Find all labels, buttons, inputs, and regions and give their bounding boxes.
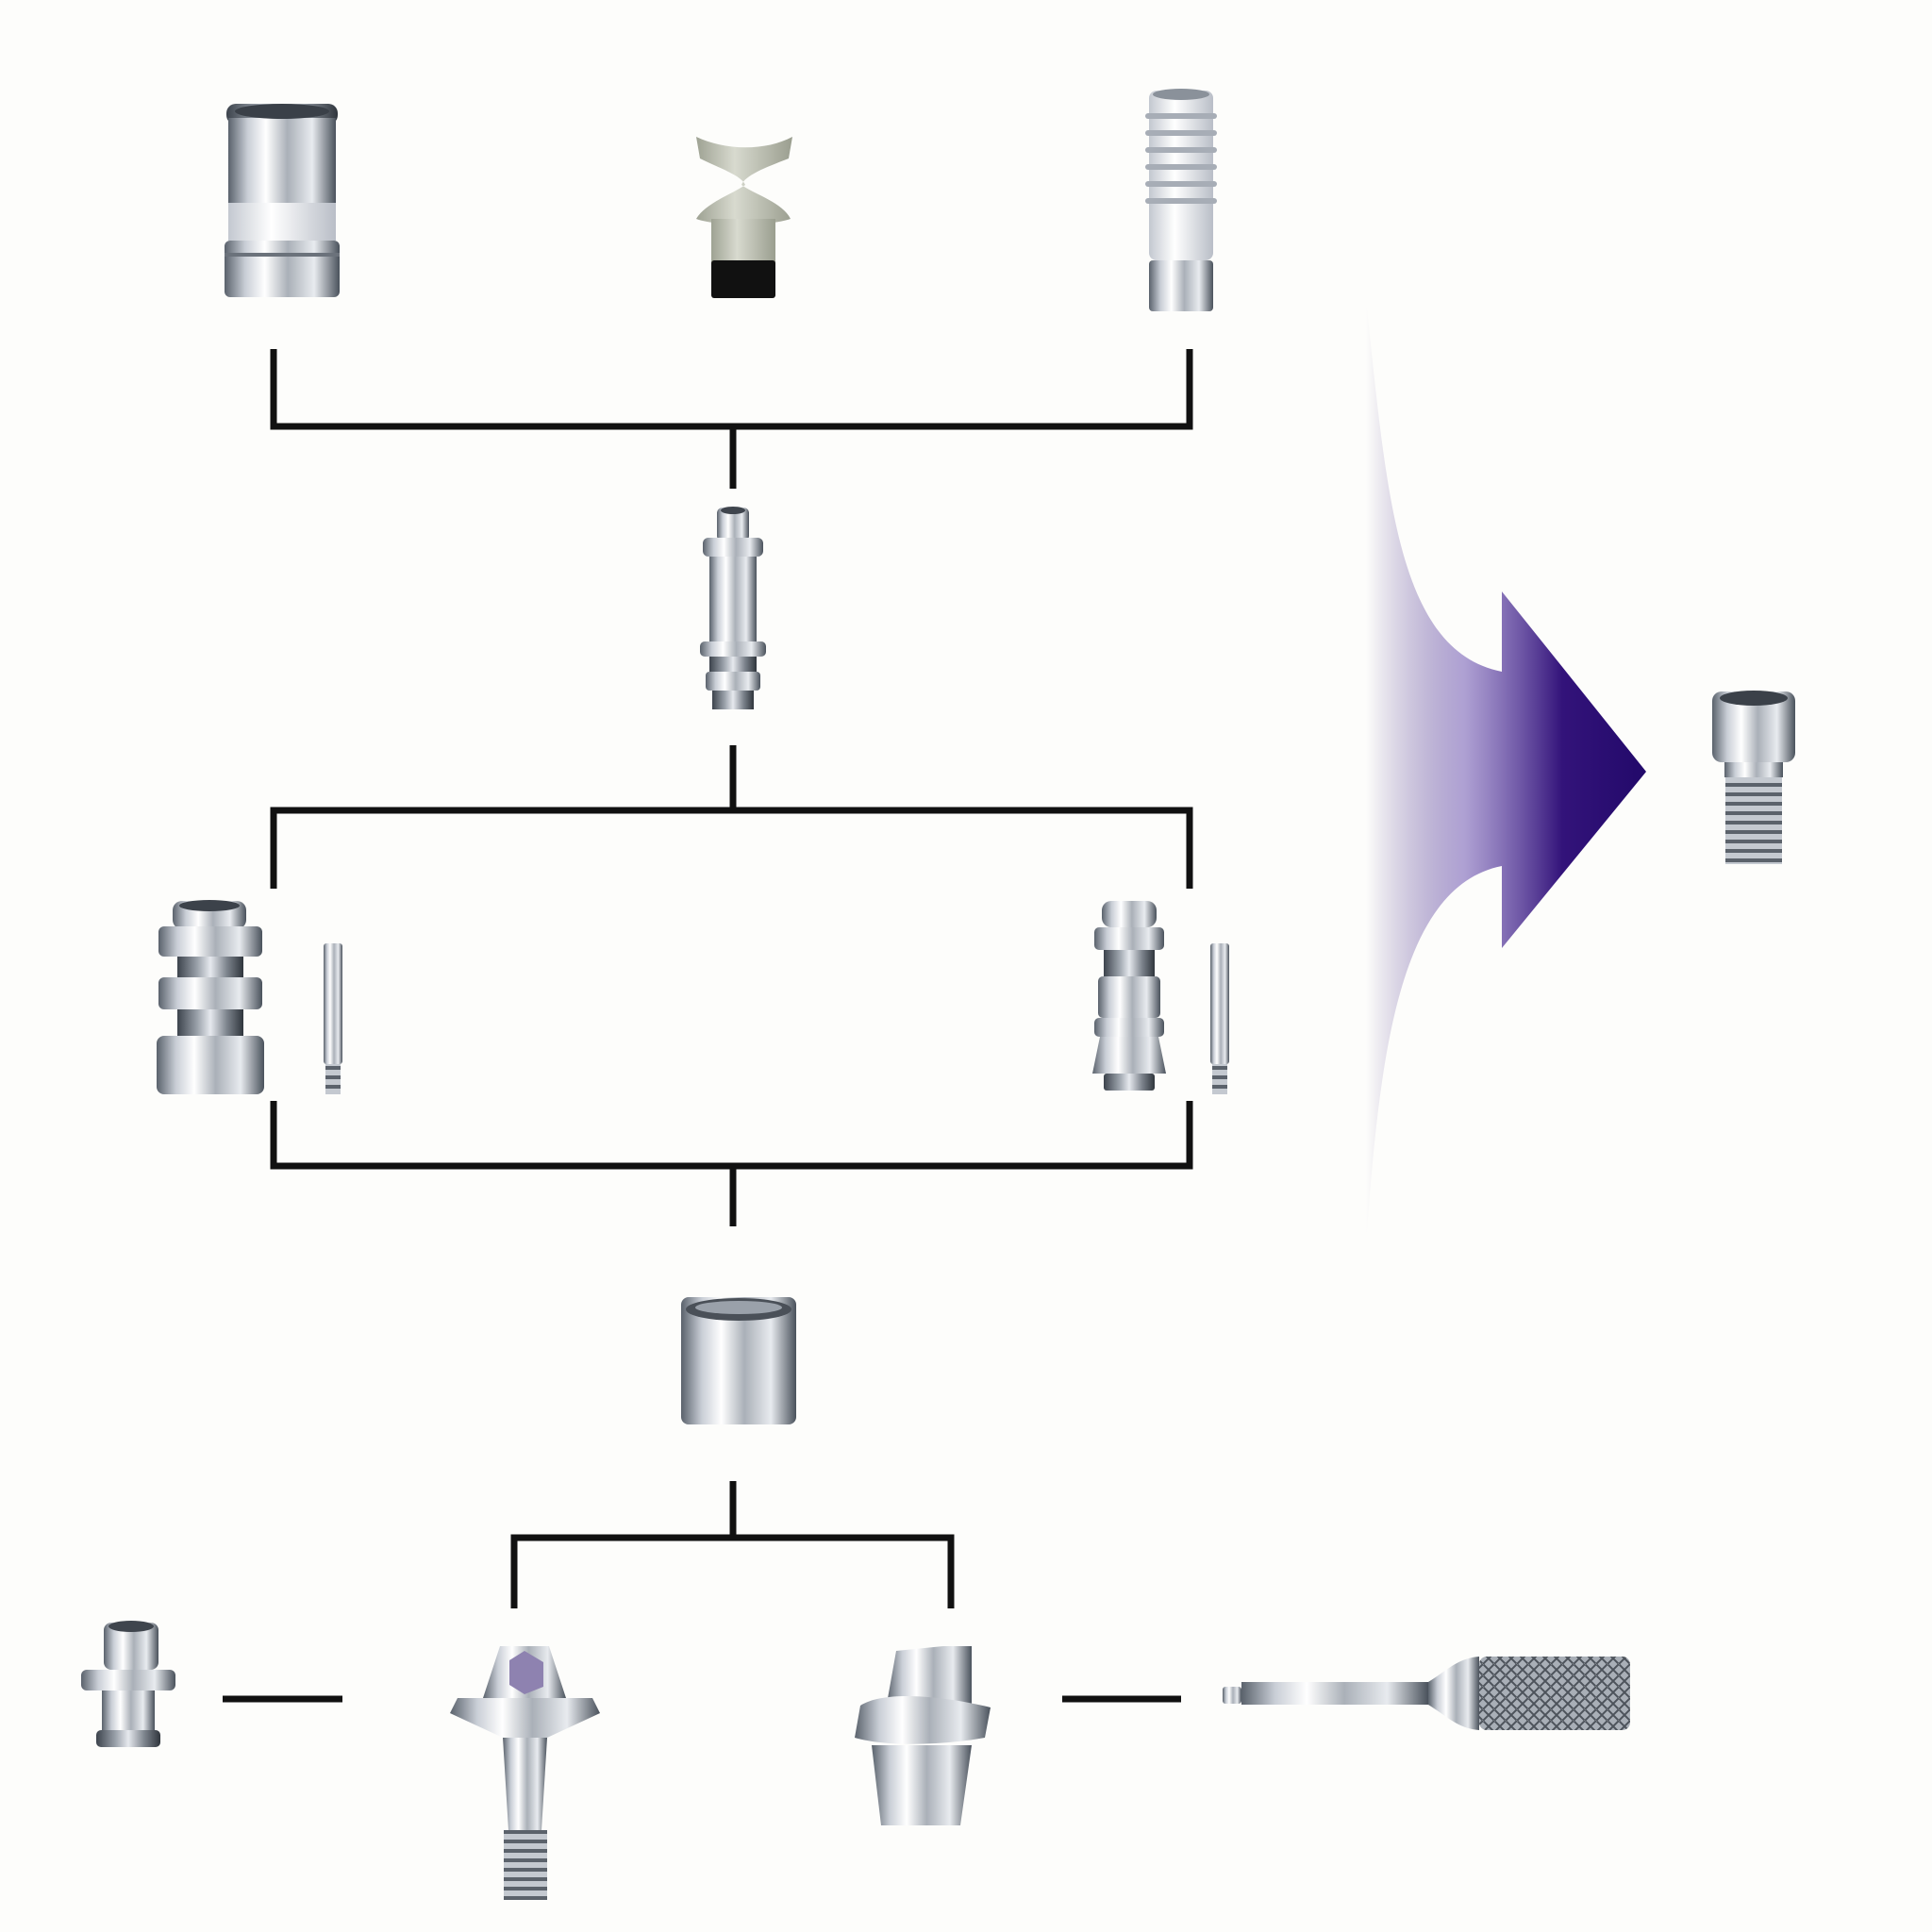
connector-lines: [223, 349, 1193, 1703]
connector-top-bracket: [270, 349, 1193, 430]
guide-pin-icon: [1210, 943, 1229, 1094]
connector-lower-bracket: [270, 1101, 1193, 1170]
angled-abutment-icon: [855, 1646, 991, 1825]
straight-abutment-with-screw-icon: [450, 1646, 600, 1900]
grooved-transfer-pin-icon: [700, 507, 766, 709]
knurled-screwdriver-icon: [1223, 1657, 1630, 1730]
metal-cap-with-white-band-icon: [225, 104, 340, 297]
connector-mid-bracket: [270, 807, 1193, 889]
metal-cylinder-cap-icon: [681, 1297, 796, 1424]
impression-post-icon: [1092, 901, 1166, 1091]
white-threaded-sleeve-icon: [1145, 89, 1217, 311]
abutment-screw-icon: [1712, 691, 1795, 864]
connector-bottom-bracket: [510, 1534, 955, 1608]
short-abutment-icon: [81, 1621, 175, 1747]
guide-pin-icon: [324, 943, 342, 1094]
purple-curved-arrow-icon: [1366, 300, 1646, 1243]
stacked-ring-coping-icon: [157, 900, 264, 1094]
ceramic-flared-post-icon: [696, 137, 792, 298]
